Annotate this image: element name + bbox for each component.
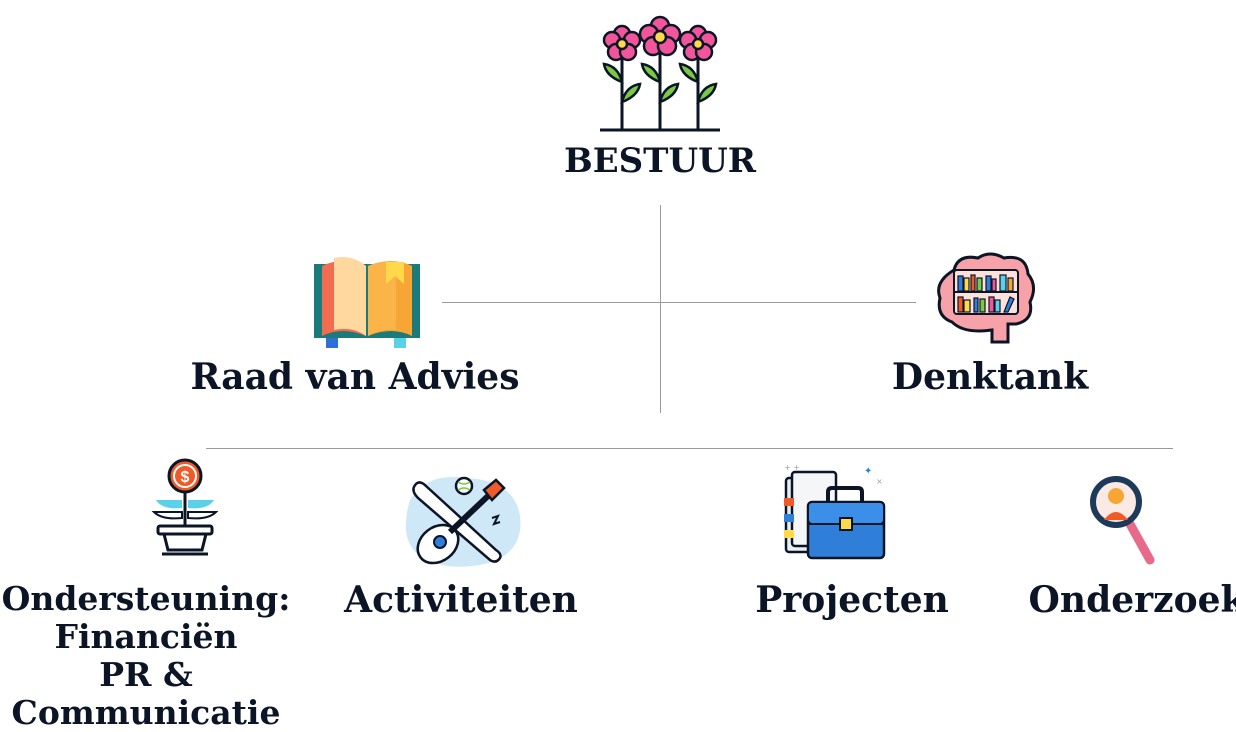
raad-van-advies-node (312, 254, 422, 348)
horizontal-connector-middle (442, 302, 916, 303)
magnifier-person-icon (1090, 476, 1155, 565)
svg-text:✦: ✦ (864, 466, 872, 477)
briefcase-icon: ✦ × + + (784, 463, 886, 560)
book-icon (314, 257, 420, 348)
onderzoek-node (1088, 474, 1158, 568)
vertical-connector (660, 205, 661, 413)
bestuur-node (598, 12, 722, 134)
ondersteuning-line-1: Ondersteuning: (1, 579, 291, 618)
onderzoek-label: Onderzoek (1028, 579, 1236, 621)
horizontal-connector-bottom (206, 448, 1173, 449)
ondersteuning-line-2: Financiën (54, 617, 238, 656)
activiteiten-label: Activiteiten (344, 579, 578, 621)
activiteiten-node (396, 470, 524, 570)
projecten-node: ✦ × + + (780, 462, 890, 562)
money-plant-icon: $ (151, 458, 219, 556)
brain-bookshelf-icon (937, 252, 1035, 344)
svg-text:×: × (876, 477, 883, 486)
svg-text:$: $ (181, 469, 190, 486)
svg-text:+ +: + + (784, 463, 800, 472)
guitar-bat-icon (405, 476, 521, 567)
ondersteuning-line-3: PR & (99, 655, 193, 694)
ondersteuning-label: Ondersteuning: Financiën PR & Communicat… (2, 580, 291, 732)
ondersteuning-line-4: Communicatie (11, 693, 281, 732)
ondersteuning-node: $ (150, 456, 220, 556)
flowers-icon (600, 15, 720, 132)
raad-van-advies-label: Raad van Advies (190, 356, 520, 398)
denktank-node (934, 250, 1038, 346)
bestuur-label: BESTUUR (563, 141, 757, 181)
projecten-label: Projecten (755, 579, 949, 621)
denktank-label: Denktank (891, 356, 1089, 398)
